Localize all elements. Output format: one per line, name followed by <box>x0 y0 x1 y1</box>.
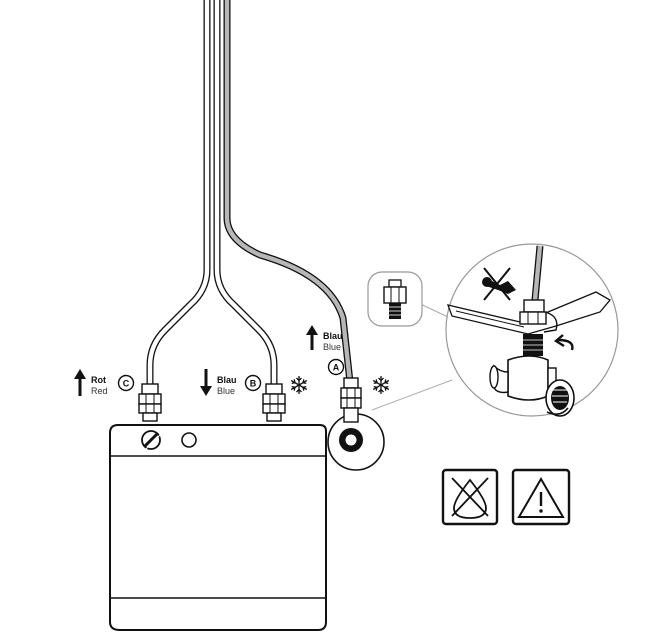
no-wrench-icon <box>482 267 516 301</box>
water-heater-tank <box>109 424 327 631</box>
label-c-en: Red <box>91 386 108 396</box>
snowflake-icon <box>372 376 390 394</box>
label-b-letter: B <box>250 379 257 389</box>
no-water-drop-icon <box>441 468 499 526</box>
rotate-arrow-icon <box>553 334 574 351</box>
arrow-down-icon <box>200 369 212 396</box>
label-c-de: Rot <box>91 375 106 385</box>
fitting-b <box>262 383 286 422</box>
label-c-letter: C <box>123 379 130 389</box>
label-a-letter: A <box>333 363 340 373</box>
label-b-de: Blau <box>217 375 237 385</box>
label-a-en: Blue <box>323 342 341 352</box>
fitting-c <box>138 383 162 422</box>
label-b-en: Blue <box>217 386 235 396</box>
hose-b <box>213 0 278 396</box>
warning-triangle-icon <box>511 468 571 526</box>
angle-valve-a <box>327 377 385 471</box>
nipple-detail <box>367 271 423 327</box>
label-c: Rot Red C <box>74 369 135 396</box>
zoom-guide-bottom <box>371 379 453 411</box>
arrow-up-icon <box>74 369 86 396</box>
screw-knob <box>141 430 161 450</box>
label-b: Blau Blue B <box>200 369 262 396</box>
hose-c <box>146 0 211 396</box>
label-a: Blau Blue A <box>306 325 345 376</box>
arrow-up-icon <box>306 325 318 350</box>
hose-a <box>223 0 354 386</box>
indicator-light <box>181 432 197 448</box>
label-a-de: Blau <box>323 331 343 341</box>
snowflake-icon <box>290 376 308 394</box>
zoom-detail-circle <box>445 243 619 417</box>
